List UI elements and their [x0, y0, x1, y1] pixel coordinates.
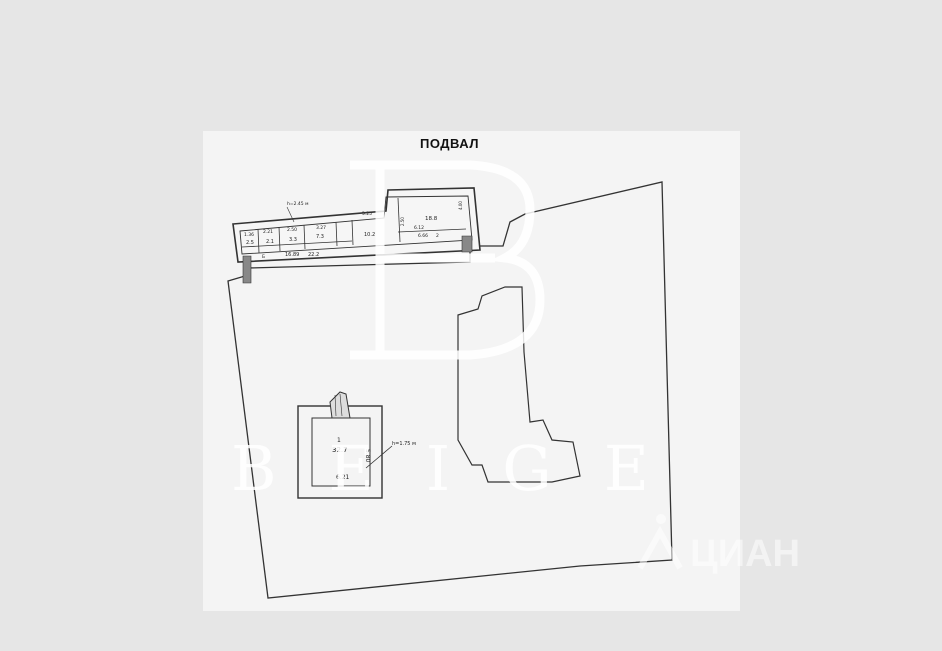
room-1-area: 2.5 — [246, 240, 254, 246]
cellar-bottom-dim: 6.21 — [336, 474, 350, 481]
cellar-plan: 1 32.7 5.80 6.21 h=1.75 м — [297, 391, 416, 499]
room-3-dim: 2.50 — [287, 227, 297, 233]
listing-site-name: ЦИАН — [690, 533, 800, 575]
room-4-area: 7.3 — [316, 234, 324, 240]
corridor-label: Б — [262, 254, 265, 260]
cellar-room-no: 1 — [337, 437, 341, 444]
listing-watermark: ЦИАН — [637, 514, 800, 575]
cellar-height-note: h=1.75 м — [392, 441, 416, 447]
room-3-area: 3.3 — [289, 237, 297, 243]
floor-title: ПОДВАЛ — [420, 136, 479, 151]
outbuilding-plan: 2.5 1.36 2.1 2.21 3.3 2.50 7.3 3.27 10.2… — [232, 187, 481, 284]
house-footprint — [457, 286, 581, 483]
outbuilding-height-note: h=2.45 м — [287, 201, 308, 207]
extra-dim-e: 4.00 — [458, 201, 463, 210]
cellar-side-dim: 5.80 — [364, 449, 371, 463]
extra-dim-c: 2 — [436, 233, 439, 239]
corridor-dim: 16.89 — [285, 252, 299, 258]
cellar-area: 32.7 — [332, 446, 348, 454]
extra-dim-b: 6.66 — [418, 233, 428, 239]
room-6-area: 18.8 — [425, 216, 438, 222]
room-4-dim: 3.27 — [316, 225, 326, 231]
extra-dim-a: 6.12 — [414, 225, 424, 231]
room-5-area: 10.2 — [364, 232, 375, 238]
corridor-area: 22.2 — [308, 252, 319, 258]
watermark-logo — [350, 160, 545, 360]
room-5-dim: 5.25 — [362, 211, 372, 217]
room-2-dim: 2.21 — [263, 229, 273, 235]
extra-dim-d: 2.50 — [400, 217, 405, 226]
watermark-brand: BEIGE — [231, 432, 701, 505]
room-1-dim: 1.36 — [244, 232, 254, 238]
room-2-area: 2.1 — [266, 239, 274, 245]
